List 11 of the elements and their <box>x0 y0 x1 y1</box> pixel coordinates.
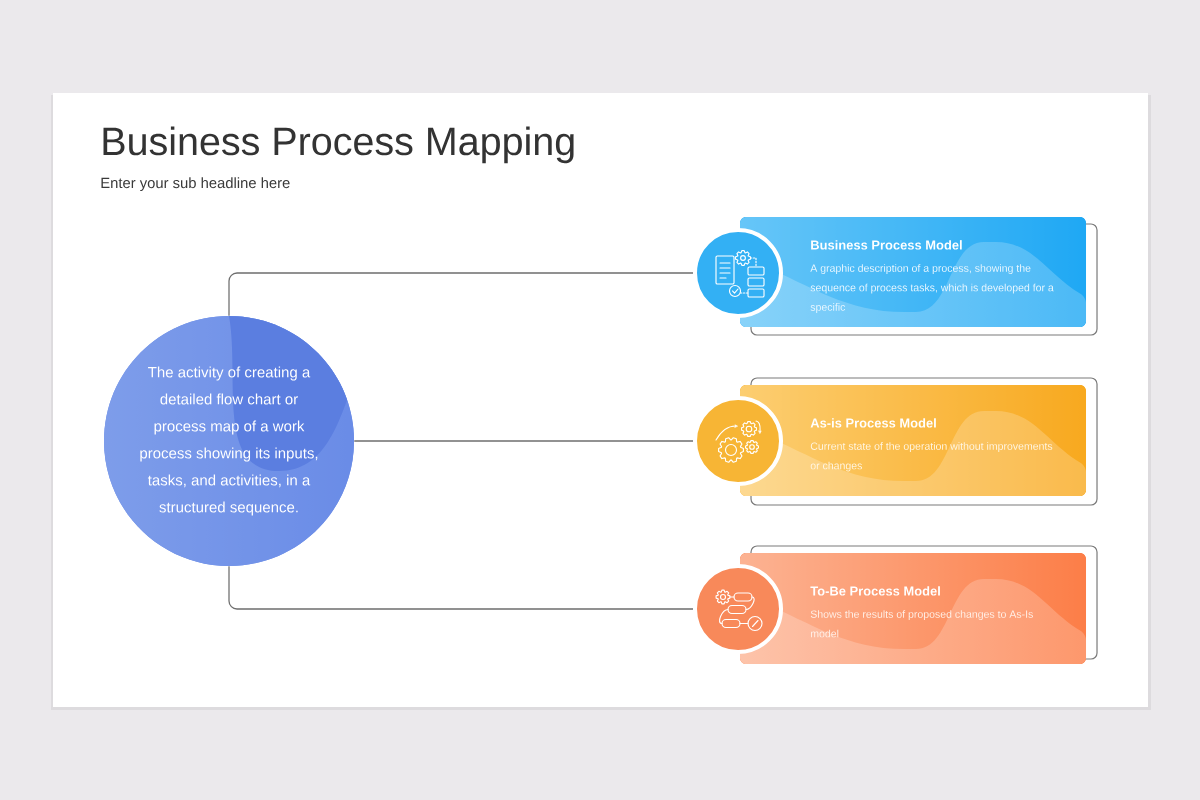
card-title: Business Process Model <box>811 240 962 250</box>
card-title: As-is Process Model <box>810 418 936 428</box>
card-text: Shows the results of proposed changes to As-Is model <box>810 610 1033 638</box>
connector-line <box>353 440 694 442</box>
connector-line <box>228 565 694 610</box>
card-text: Current state of the operation without improvements or changes <box>810 442 1053 472</box>
title: Business Process Mapping <box>103 126 574 164</box>
card-text: A graphic description of a process, showing the sequence of process tasks, which is developed for a specific <box>810 264 1054 313</box>
card-title: To-Be Process Model <box>810 586 940 596</box>
connector-line <box>228 272 694 317</box>
subtitle: Enter your sub headline here <box>101 177 290 192</box>
